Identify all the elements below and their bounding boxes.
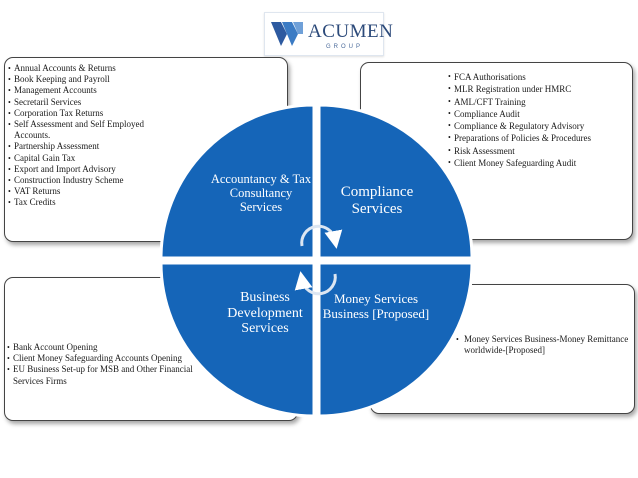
service-list-item: MLR Registration under HMRC: [448, 83, 629, 96]
service-list-item: Partnership Assessment: [8, 141, 181, 152]
service-list-item: Compliance Audit: [448, 108, 629, 121]
service-list-item: Export and Import Advisory: [8, 164, 181, 175]
compliance-services-list: FCA AuthorisationsMLR Registration under…: [448, 71, 629, 170]
service-list-item: Construction Industry Scheme: [8, 175, 181, 186]
acumen-logo-mark: [271, 22, 303, 46]
service-list-item: Tax Credits: [8, 197, 181, 208]
quadrant-label-accountancy: Accountancy & Tax Consultancy Services: [210, 172, 312, 214]
logo-subtitle: GROUP: [326, 44, 364, 50]
cycle-arrows-icon: [294, 224, 343, 296]
service-list-item: Risk Assessment: [448, 145, 629, 158]
service-list-item: Client Money Safeguarding Audit: [448, 157, 629, 170]
quadrant-label-money-services: Money Services Business [Proposed]: [322, 291, 430, 321]
service-list-item: Bank Account Opening: [7, 342, 223, 353]
service-list-item: Self Assessment and Self Employed Accoun…: [8, 119, 181, 141]
acumen-logo: ACUMEN GROUP: [264, 12, 393, 56]
quadrant-business-development: [159, 261, 316, 418]
quadrant-compliance: [317, 103, 474, 260]
service-list-item: FCA Authorisations: [448, 71, 629, 84]
quadrant-accountancy: [159, 103, 316, 260]
service-list-item: Book Keeping and Payroll: [8, 74, 181, 85]
quadrant-label-compliance: Compliance Services: [340, 184, 414, 217]
service-list-item: Corporation Tax Returns: [8, 108, 181, 119]
quadrant-label-business-development: Business Development Services: [227, 290, 303, 337]
service-list-item: Secretaril Services: [8, 97, 181, 108]
service-list-item: Capital Gain Tax: [8, 153, 181, 164]
service-list-item: Preparations of Policies & Procedures: [448, 132, 629, 145]
service-list-item: Annual Accounts & Returns: [8, 63, 181, 74]
service-list-item: Management Accounts: [8, 85, 181, 96]
service-list-item: EU Business Set-up for MSB and Other Fin…: [7, 364, 223, 386]
quadrant-money-services: [317, 261, 474, 418]
money-services-list: Money Services Business-Money Remittance…: [456, 334, 632, 356]
service-list-item: Money Services Business-Money Remittance…: [456, 334, 632, 356]
service-list-item: Client Money Safeguarding Accounts Openi…: [7, 353, 223, 364]
service-list-item: Compliance & Regulatory Advisory: [448, 120, 629, 133]
accountancy-services-list: Annual Accounts & ReturnsBook Keeping an…: [8, 63, 181, 209]
logo-wordmark: ACUMEN: [308, 21, 394, 42]
business-development-list: Bank Account OpeningClient Money Safegua…: [7, 342, 223, 387]
service-list-item: VAT Returns: [8, 186, 181, 197]
service-list-item: AML/CFT Training: [448, 96, 629, 109]
